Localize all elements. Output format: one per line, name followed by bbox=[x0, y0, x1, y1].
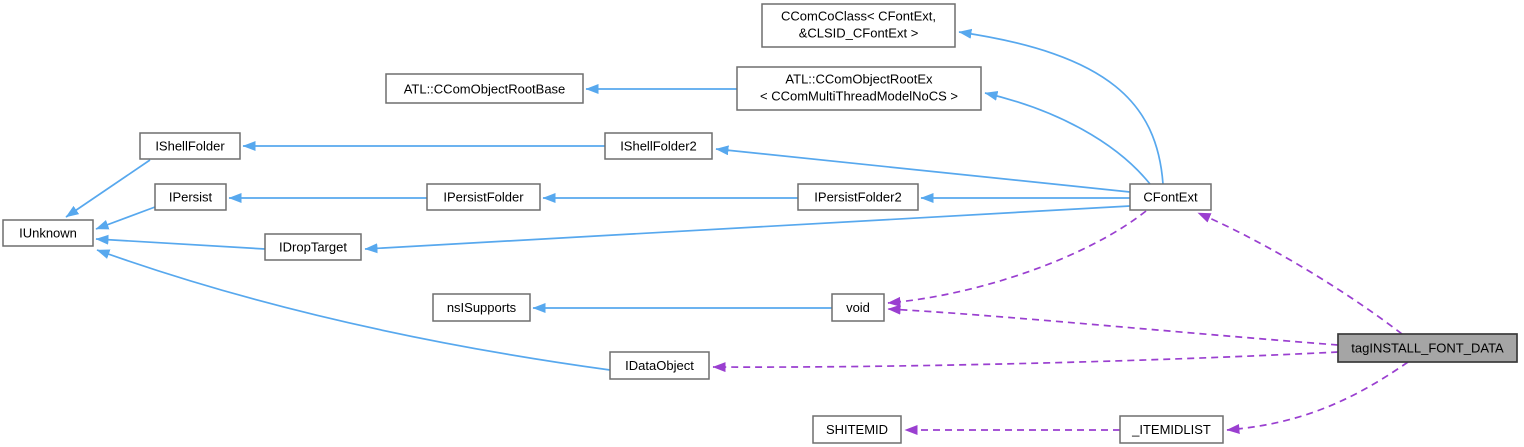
node-itemidlist-label: _ITEMIDLIST bbox=[1131, 422, 1211, 437]
node-nsisupports[interactable]: nsISupports bbox=[432, 293, 531, 322]
edge-taginstall-to-itemidlist bbox=[1226, 361, 1409, 434]
node-shitemid[interactable]: SHITEMID bbox=[812, 415, 902, 444]
node-rootex-label-line1: ATL::CComObjectRootEx bbox=[785, 72, 933, 87]
edge-taginstall-to-void bbox=[887, 304, 1339, 346]
node-taginstall-font-data-label: tagINSTALL_FONT_DATA bbox=[1351, 341, 1504, 356]
edge-cfontext-to-rootex bbox=[984, 90, 1151, 185]
node-rootex[interactable]: ATL::CComObjectRootEx < CComMultiThreadM… bbox=[736, 66, 982, 111]
node-ccomcoclass-label-line2: &CLSID_CFontExt > bbox=[799, 26, 919, 41]
edge-cfontext-to-idroptarget bbox=[364, 205, 1131, 254]
node-idroptarget[interactable]: IDropTarget bbox=[264, 233, 362, 261]
node-ipersist[interactable]: IPersist bbox=[154, 183, 227, 211]
edge-idroptarget-to-iunknown bbox=[95, 234, 266, 250]
node-rootbase-label: ATL::CComObjectRootBase bbox=[404, 82, 566, 97]
node-rootex-label-line2: < CComMultiThreadModelNoCS > bbox=[760, 89, 958, 104]
node-ishellfolder2[interactable]: IShellFolder2 bbox=[604, 132, 713, 160]
node-iunknown-label: IUnknown bbox=[19, 226, 77, 241]
node-taginstall-font-data[interactable]: tagINSTALL_FONT_DATA bbox=[1337, 333, 1518, 363]
inheritance-edges bbox=[65, 28, 1164, 371]
node-idataobject[interactable]: IDataObject bbox=[609, 351, 710, 380]
node-ishellfolder2-label: IShellFolder2 bbox=[620, 139, 697, 154]
node-ipersistfolder[interactable]: IPersistFolder bbox=[426, 183, 541, 211]
node-cfontext-label: CFontExt bbox=[1143, 190, 1198, 205]
node-nsisupports-label: nsISupports bbox=[447, 300, 517, 315]
edge-idataobject-to-iunknown bbox=[96, 249, 611, 371]
node-rootbase[interactable]: ATL::CComObjectRootBase bbox=[385, 73, 584, 104]
node-ccomcoclass[interactable]: CComCoClass< CFontExt, &CLSID_CFontExt > bbox=[761, 3, 956, 48]
node-ipersistfolder2[interactable]: IPersistFolder2 bbox=[797, 183, 919, 211]
node-ishellfolder-label: IShellFolder bbox=[155, 139, 225, 154]
node-ipersist-label: IPersist bbox=[169, 190, 213, 205]
edge-cfontext-to-ishellfolder2 bbox=[715, 145, 1131, 193]
node-ipersistfolder-label: IPersistFolder bbox=[443, 190, 524, 205]
node-ccomcoclass-label-line1: CComCoClass< CFontExt, bbox=[781, 9, 936, 24]
node-shitemid-label: SHITEMID bbox=[826, 422, 888, 437]
edge-ipersist-to-iunknown bbox=[95, 206, 156, 230]
node-itemidlist[interactable]: _ITEMIDLIST bbox=[1119, 415, 1224, 444]
edge-cfontext-to-void bbox=[887, 210, 1147, 307]
edge-ishellfolder-to-iunknown bbox=[65, 159, 151, 218]
node-idroptarget-label: IDropTarget bbox=[279, 240, 347, 255]
node-cfontext[interactable]: CFontExt bbox=[1129, 183, 1212, 211]
node-iunknown[interactable]: IUnknown bbox=[2, 219, 94, 247]
edge-taginstall-to-cfontext bbox=[1197, 212, 1403, 335]
node-void-label: void bbox=[846, 300, 870, 315]
usage-edges bbox=[712, 210, 1409, 435]
edge-cfontext-to-ccomcoclass bbox=[958, 28, 1164, 185]
node-ipersistfolder2-label: IPersistFolder2 bbox=[814, 190, 901, 205]
node-void[interactable]: void bbox=[831, 293, 885, 322]
node-idataobject-label: IDataObject bbox=[625, 358, 694, 373]
node-ishellfolder[interactable]: IShellFolder bbox=[139, 132, 241, 160]
edge-taginstall-to-idataobject bbox=[712, 351, 1339, 373]
